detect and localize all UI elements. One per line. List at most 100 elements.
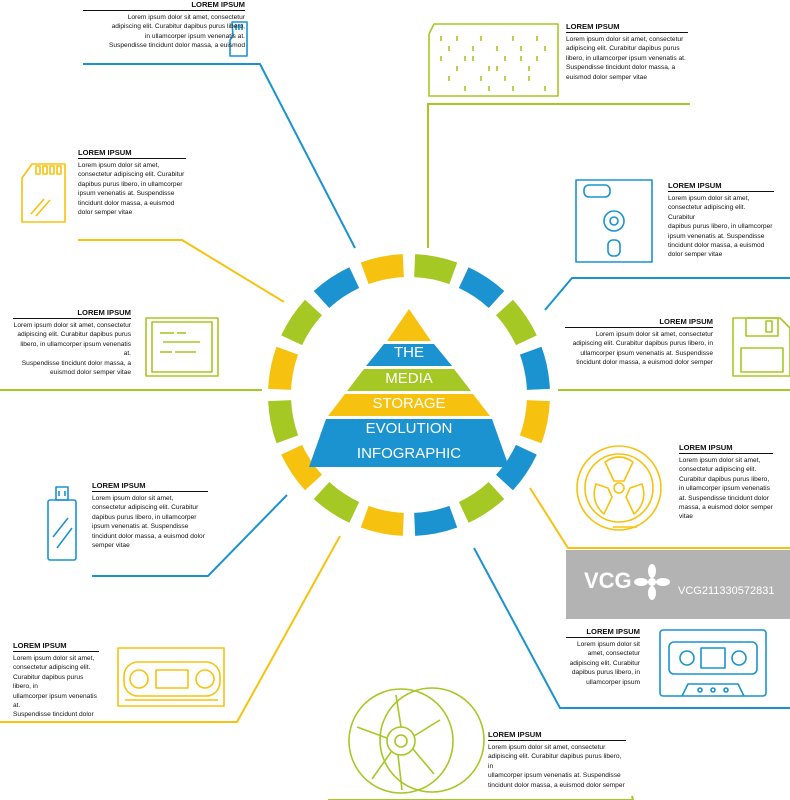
block-text-line: massa, a euismod dolor semper — [679, 504, 773, 512]
pyramid-tier-4 — [328, 394, 490, 416]
block-text-line: Suspendisse tincidunt dolor — [13, 711, 94, 719]
block-text-line: consectetur adipiscing elit. — [13, 664, 91, 672]
block-heading: LOREM IPSUM — [13, 641, 67, 650]
block-text-line: adipiscing elit. Curabitur dapibus purus… — [488, 753, 622, 770]
block-text-line: adipiscing elit. Curabitur dapibus purus… — [572, 340, 713, 348]
title-line-4: EVOLUTION — [366, 420, 453, 437]
block-text-line: Lorem ipsum dolor sit amet, consectetur — [566, 36, 684, 43]
block-text-line: tincidunt dolor massa, a euismod — [78, 199, 175, 207]
block-text-line: ipsum venenatis at. Suspendisse — [92, 523, 189, 531]
ring-segment — [268, 400, 299, 444]
connector-punchcard — [427, 103, 690, 248]
ring-segment — [414, 505, 458, 536]
block-text-line: adipiscing elit. Curabitur dapibus purus — [17, 331, 131, 339]
block-text-line: Lorem ipsum dolor sit amet, consectetur — [595, 331, 713, 338]
block-text-line: consectetur adipiscing elit. Curabitur — [668, 204, 746, 221]
ring-segment — [458, 267, 505, 309]
block-text-line: Lorem ipsum dolor sit amet, — [78, 162, 160, 169]
connector-floppy525 — [544, 277, 790, 311]
ssd-drive-icon — [145, 317, 219, 377]
block-text-line: adipiscing elit. Curabitur dapibus purus… — [111, 23, 245, 31]
block-text-line: consectetur adipiscing elit. — [679, 466, 757, 474]
block-text-line: consectetur adipiscing elit. Curabitur — [92, 504, 199, 512]
block-heading: LOREM IPSUM — [679, 443, 733, 452]
ring-segment — [458, 481, 505, 523]
block-text-line: at. Suspendisse tincidunt dolor — [679, 494, 769, 502]
pyramid-tier-5 — [309, 419, 509, 467]
block-text-line: amet, consectetur — [587, 650, 640, 658]
block-text-line: Lorem ipsum dolor sit amet, — [92, 495, 174, 502]
pyramid-tier-1 — [387, 309, 431, 341]
cassette-tape-icon — [659, 629, 767, 697]
block-text-line: Lorem ipsum dolor sit amet, consectetur — [488, 744, 606, 751]
title-line-2: MEDIA — [385, 370, 433, 387]
block-text-line: Curabitur dapibus purus libero, in — [13, 673, 84, 691]
block-heading: LOREM IPSUM — [566, 22, 620, 31]
block-text-line: Lorem ipsum dolor sit — [576, 641, 640, 648]
block-heading: LOREM IPSUM — [77, 308, 131, 317]
title-line-1: THE — [394, 344, 424, 361]
vhs-tape-icon — [117, 647, 225, 707]
watermark: VCG VCG211330572831 — [566, 550, 790, 619]
block-text-line: dapibus purus libero, in ullamcorper — [78, 180, 183, 188]
block-text-line: libero, in ullamcorper ipsum venenatis a… — [566, 54, 686, 62]
film-reel-icon — [576, 445, 662, 531]
block-text-line: dolor semper vitae — [668, 251, 723, 259]
usb-flash-drive-icon — [47, 486, 77, 561]
block-text-line: ullamcorper ipsum — [586, 678, 640, 686]
ring-segment — [414, 254, 458, 285]
punch-card-icon — [428, 23, 559, 97]
sd-card-icon — [21, 163, 66, 223]
connector-reel — [529, 487, 790, 549]
connector-vhs — [0, 535, 341, 723]
heading-rule — [13, 318, 131, 319]
block-text-line: dolor semper vitae — [78, 209, 133, 217]
ring-segment — [313, 481, 360, 523]
heading-rule — [83, 10, 245, 11]
heading-rule — [566, 32, 688, 33]
block-text-line: tincidunt dolor massa, a euismod — [668, 242, 765, 250]
block-text-line: in ullamcorper ipsum venenatis — [679, 485, 770, 493]
block-text-line: ipsum venenatis at. Suspendisse — [668, 232, 765, 240]
ring-segment — [519, 346, 550, 390]
watermark-code: VCG211330572831 — [678, 585, 775, 597]
block-heading: LOREM IPSUM — [78, 148, 132, 157]
connector-cd — [328, 795, 635, 800]
block-text-line: tincidunt dolor massa, a euismod dolor s… — [488, 781, 625, 789]
ring-segment — [360, 254, 404, 285]
block-text-line: Lorem ipsum dolor sit amet, consectetur — [13, 322, 131, 329]
block-text-line: euismod dolor semper vitae — [566, 73, 647, 81]
block-text-line: libero, in ullamcorper ipsum venenatis a… — [20, 340, 131, 358]
block-text-line: Lorem ipsum dolor sit amet, — [679, 457, 761, 464]
block-text-line: dapibus purus libero, in — [571, 669, 640, 677]
heading-rule — [668, 191, 774, 192]
cd-disc-icon — [348, 687, 485, 794]
ring-segment — [495, 444, 537, 491]
block-text-line: ullamcorper ipsum venenatis at. — [13, 692, 97, 710]
block-text-line: Suspendisse tincidunt dolor massa, a — [566, 64, 676, 72]
ring-segment — [313, 267, 360, 309]
block-text-line: in ullamcorper ipsum venenatis at. — [144, 32, 245, 40]
block-text-line: adipiscing elit. Curabitur dapibus purus — [566, 45, 680, 53]
heading-rule — [679, 453, 773, 454]
watermark-brand: VCG — [584, 568, 632, 593]
block-text-line: vitae — [679, 513, 693, 521]
ring-segment — [519, 400, 550, 444]
connector-cassette — [473, 547, 790, 709]
connector-microsd — [83, 63, 356, 249]
heading-rule — [13, 651, 99, 652]
text-block-reel: LOREM IPSUM Lorem ipsum dolor sit amet, co… — [679, 443, 773, 522]
ring-segment — [281, 444, 323, 491]
block-text-line: adipiscing elit. Curabitur — [569, 659, 640, 667]
floppy-disk-large-icon — [575, 179, 653, 263]
block-text-line: Lorem ipsum dolor sit amet, consectetur — [127, 14, 245, 21]
ring-segment — [495, 299, 537, 346]
